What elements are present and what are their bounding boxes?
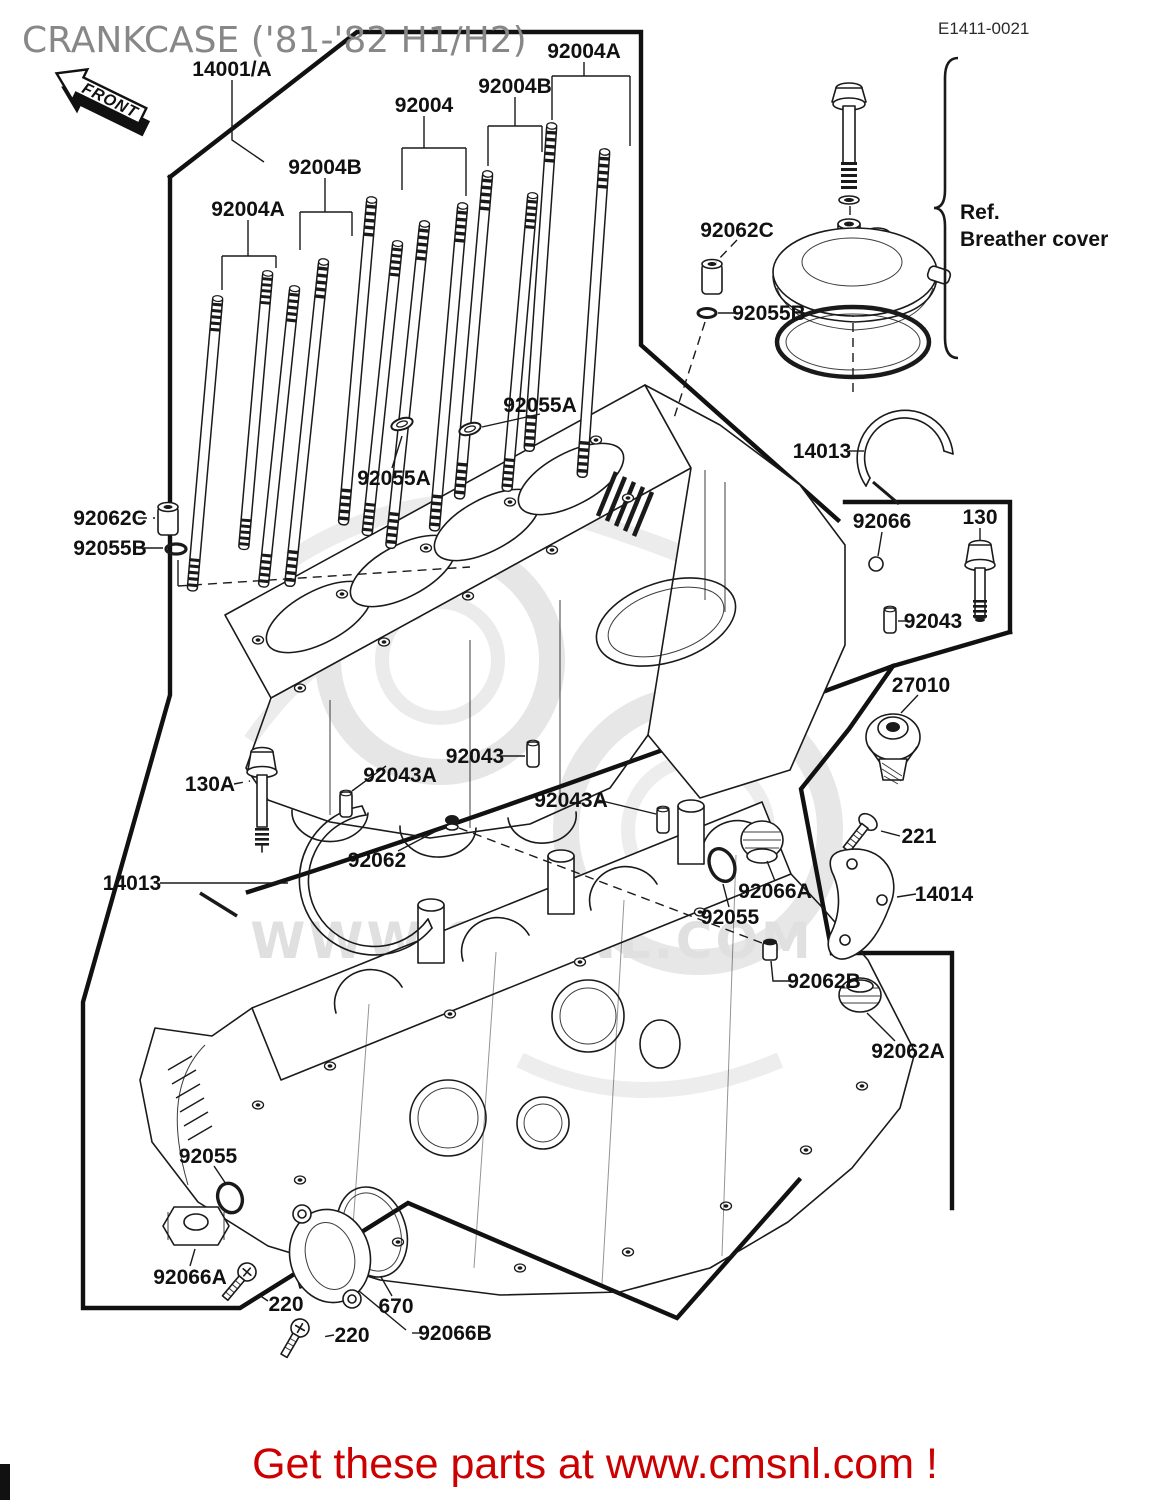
part-label-92055-mid: 92055 xyxy=(701,906,760,929)
plug-92062b xyxy=(762,938,778,961)
part-label-130a: 130A xyxy=(185,773,235,796)
bracket-14014 xyxy=(827,848,895,960)
part-label-92004b-top: 92004B xyxy=(478,75,552,98)
pin-92066 xyxy=(868,556,884,572)
part-label-92062b: 92062B xyxy=(787,970,861,993)
cover-92066b xyxy=(288,1204,372,1309)
part-label-92004b-left: 92004B xyxy=(288,156,362,179)
dowel-92043a-right xyxy=(656,805,670,834)
case-ribs xyxy=(351,854,737,1285)
plug-92062a xyxy=(838,977,882,1013)
ref-brace xyxy=(933,56,959,360)
part-label-92062a: 92062A xyxy=(871,1040,945,1063)
part-label-92004a-left: 92004A xyxy=(211,198,285,221)
part-label-14014: 14014 xyxy=(915,883,974,906)
ring-14013-left xyxy=(199,805,433,956)
front-direction-badge: FRONT xyxy=(54,67,151,137)
part-label-92055b-right: 92055B xyxy=(732,302,806,325)
part-label-92004: 92004 xyxy=(395,94,454,117)
o-ring-92055-bottom xyxy=(215,1181,245,1215)
screw-220-lower xyxy=(280,1318,310,1359)
part-label-92043-mid: 92043 xyxy=(446,745,504,768)
o-ring-92055b-right xyxy=(696,307,718,319)
part-label-92066a-mid: 92066A xyxy=(738,880,812,903)
part-label-220-lower: 220 xyxy=(334,1324,369,1347)
corner-mark xyxy=(0,1464,10,1500)
part-label-92066b: 92066B xyxy=(418,1322,492,1345)
page-title: CRANKCASE ('81-'82 H1/H2) xyxy=(22,20,527,61)
dowel-92043-mid xyxy=(526,739,540,768)
plug-92062c-left xyxy=(157,501,179,536)
part-label-92055b-left: 92055B xyxy=(73,537,147,560)
deck-bosses xyxy=(417,799,705,964)
part-label-670: 670 xyxy=(378,1295,413,1318)
part-label-14001a: 14001/A xyxy=(192,58,271,81)
lower-crankcase-half xyxy=(139,799,916,1296)
part-label-130: 130 xyxy=(962,506,997,529)
part-label-92062c-left: 92062C xyxy=(73,507,147,530)
breather-cover-assembly xyxy=(772,56,959,398)
ref-prefix: Ref. xyxy=(960,201,1000,224)
dowel-92043-right xyxy=(883,605,897,634)
part-label-92043-right: 92043 xyxy=(904,610,962,633)
plug-92066a-mid xyxy=(740,820,784,864)
breather-bolt xyxy=(831,82,867,205)
part-label-92055a-lower: 92055A xyxy=(357,467,431,490)
o-ring-92055-mid xyxy=(707,847,737,883)
bolt-130 xyxy=(964,539,996,622)
part-label-221: 221 xyxy=(901,825,936,848)
part-label-27010: 27010 xyxy=(892,674,950,697)
front-arrow-icon xyxy=(54,67,148,126)
oil-pressure-switch-27010 xyxy=(865,713,921,785)
part-label-92043a-right: 92043A xyxy=(534,789,608,812)
leader-lines xyxy=(138,62,981,1338)
plug-92062c-right xyxy=(701,258,723,295)
ring-14013-right xyxy=(856,409,954,506)
bolt-221 xyxy=(842,812,878,853)
part-label-92062: 92062 xyxy=(348,849,406,872)
part-label-92055-bottom: 92055 xyxy=(179,1145,238,1168)
o-ring-92055b-left xyxy=(164,542,188,556)
bolt-130a xyxy=(246,746,278,853)
breather-o-ring xyxy=(774,304,932,380)
part-label-14013-left: 14013 xyxy=(103,872,161,895)
part-label-92062c-right: 92062C xyxy=(700,219,774,242)
plug-92066a-bottom xyxy=(162,1206,230,1246)
part-label-14013-right: 14013 xyxy=(793,440,851,463)
part-label-92066: 92066 xyxy=(853,510,911,533)
bolt-92062 xyxy=(445,815,459,831)
part-label-92004a-top: 92004A xyxy=(547,40,621,63)
part-label-92055a-upper: 92055A xyxy=(503,394,577,417)
part-label-92066a-bottom: 92066A xyxy=(153,1266,227,1289)
doc-number: E1411-0021 xyxy=(938,19,1029,38)
part-label-92043a-left: 92043A xyxy=(363,764,437,787)
part-labels: 14001/A 92004A 92004B 92004 92004B 92004… xyxy=(73,40,997,1347)
ref-breather-cover-label: Breather cover xyxy=(960,228,1108,251)
screw-220-upper xyxy=(221,1262,257,1302)
footer-banner[interactable]: Get these parts at www.cmsnl.com ! xyxy=(252,1440,938,1488)
part-label-220-upper: 220 xyxy=(268,1293,303,1316)
left-end-hatch xyxy=(167,1055,213,1141)
dowel-92043a-left xyxy=(339,789,353,818)
liner-hatch xyxy=(595,471,655,537)
